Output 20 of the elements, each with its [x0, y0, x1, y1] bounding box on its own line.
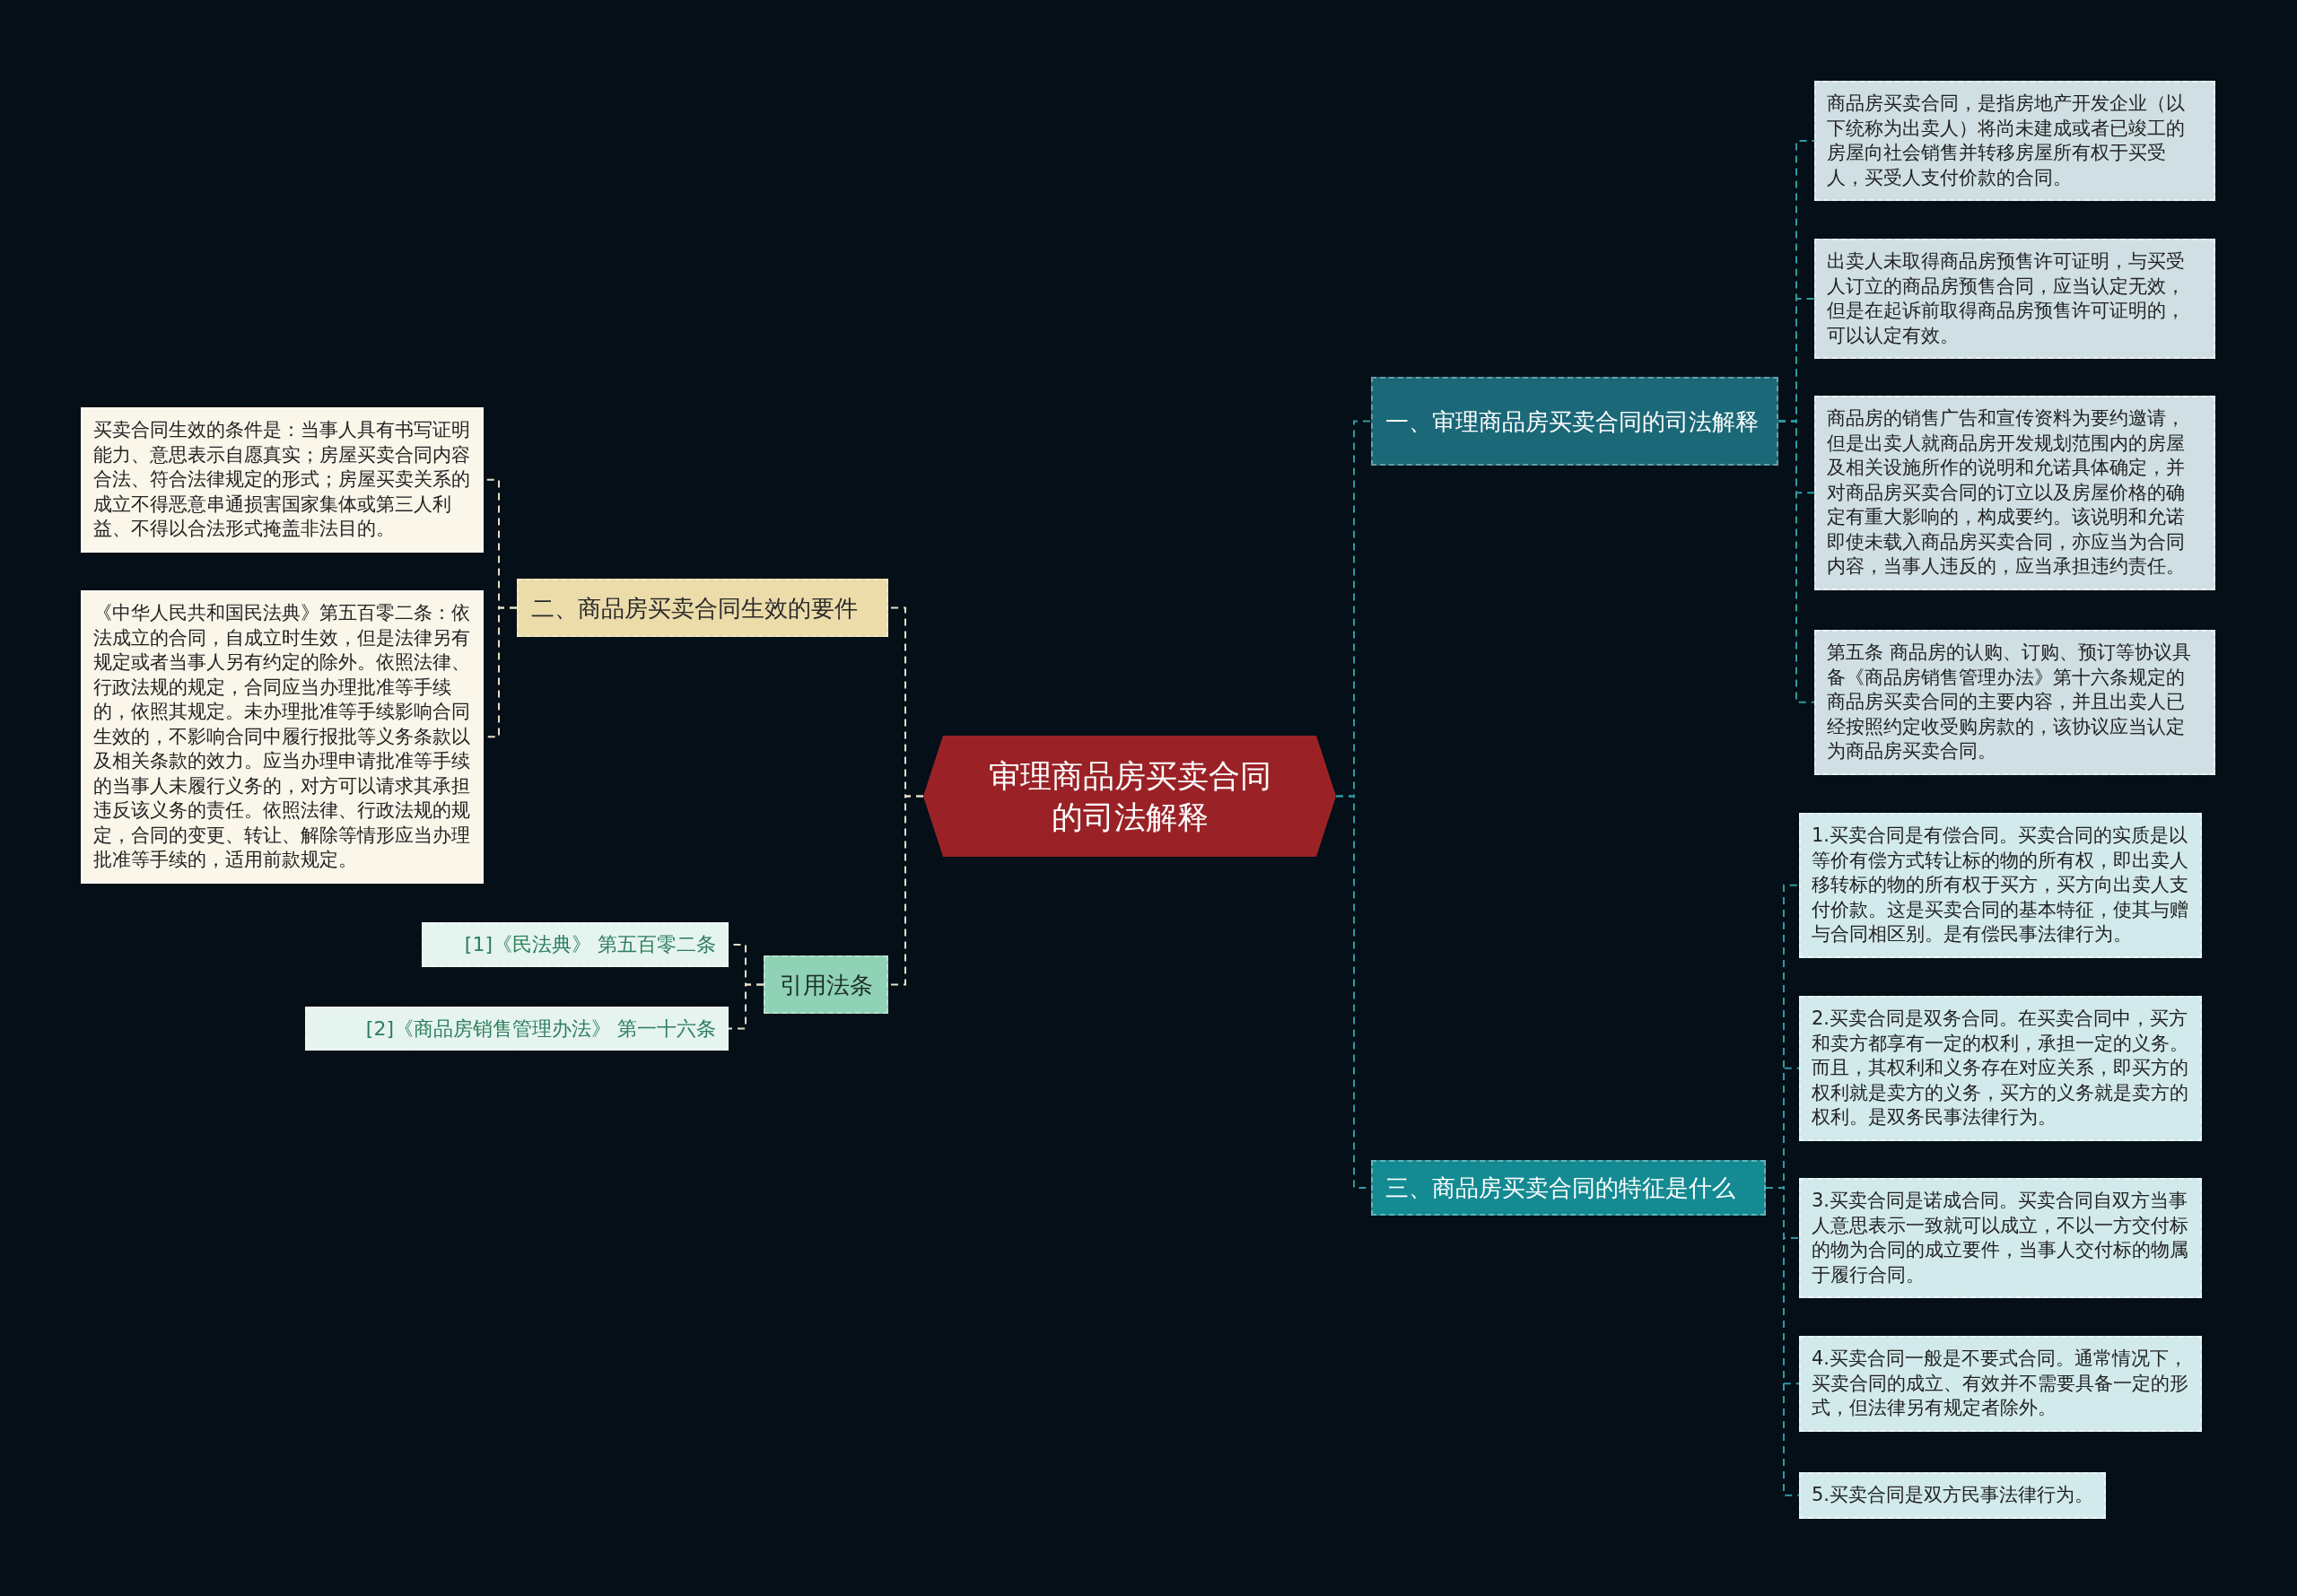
- connector: [728, 983, 764, 1030]
- note-box: 第五条 商品房的认购、订购、预订等协议具备《商品房销售管理办法》第十六条规定的商品房买卖合同的主要内容，并且出卖人已经按照约定收受购房款的，该协议应当认定为商品房买卖合同。: [1814, 630, 2215, 775]
- topic-box: 一、审理商品房买卖合同的司法解释: [1371, 377, 1778, 466]
- note-box: 5.买卖合同是双方民事法律行为。: [1799, 1472, 2107, 1519]
- note-box: 1.买卖合同是有偿合同。买卖合同的实质是以等价有偿方式转让标的物的所有权，即出卖人移转标的物的所有权于买方，买方向出卖人支付价款。这是买卖合同的基本特征，使其与赠与合同相区别。是有偿民事法律行为。: [1799, 813, 2202, 958]
- reference-box: [1]《民法典》 第五百零二条: [422, 922, 729, 967]
- note-box: 出卖人未取得商品房预售许可证明，与买受人订立的商品房预售合同，应当认定无效，但是在起诉前取得商品房预售许可证明的，可以认定有效。: [1814, 239, 2215, 359]
- note-box: 买卖合同生效的条件是：当事人具有书写证明能力、意思表示自愿真实；房屋买卖合同内容合法、符合法律规定的形式；房屋买卖关系的成立不得恶意串通损害国家集体或第三人利益、不得以合法形式掩盖非法目的。: [81, 407, 484, 553]
- note-box: 2.买卖合同是双务合同。在买卖合同中，买方和卖方都享有一定的权利，承担一定的义务。而且，其权利和义务存在对应关系，即买方的权利就是卖方的义务，买方的义务就是卖方的权利。是双务民事法律行为。: [1799, 996, 2202, 1141]
- note-box: 3.买卖合同是诺成合同。买卖合同自双方当事人意思表示一致就可以成立，不以一方交付标的物为合同的成立要件，当事人交付标的物属于履行合同。: [1799, 1178, 2202, 1298]
- central-topic: 审理商品房买卖合同的司法解释: [923, 736, 1336, 857]
- note-box: 4.买卖合同一般是不要式合同。通常情况下，买卖合同的成立、有效并不需要具备一定的形式，但法律另有规定者除外。: [1799, 1336, 2202, 1432]
- note-box: 《中华人民共和国民法典》第五百零二条：依法成立的合同，自成立时生效，但是法律另有规定或者当事人另有约定的除外。依照法律、行政法规的规定，合同应当办理批准等手续的，依照其规定。未办理批准等手续影响合同生效的，不影响合同中履行报批等义务条款以及相关条款的效力。应当办理申请批准等手续的当事人未履行义务的，对方可以请求其承担违反该义务的责任。依照法律、行政法规的规定，合同的变更、转让、解除等情形应当办理批准等手续的，适用前款规定。: [81, 590, 484, 884]
- reference-box: [2]《商品房销售管理办法》 第一十六条: [305, 1007, 729, 1051]
- connector: [1777, 420, 1815, 703]
- topic-box: 三、商品房买卖合同的特征是什么: [1371, 1160, 1766, 1216]
- topic-box: 二、商品房买卖合同生效的要件: [517, 579, 888, 637]
- note-box: 商品房买卖合同，是指房地产开发企业（以下统称为出卖人）将尚未建成或者已竣工的房屋向社会销售并转移房屋所有权于买受人，买受人支付价款的合同。: [1814, 81, 2215, 201]
- note-box: 商品房的销售广告和宣传资料为要约邀请，但是出卖人就商品房开发规划范围内的房屋及相关设施所作的说明和允诺具体确定，并对商品房买卖合同的订立以及房屋价格的确定有重大影响的，构成要约。该说明和允诺即使未载入商品房买卖合同，亦应当为合同内容，当事人违反的，应当承担违约责任。: [1814, 396, 2215, 590]
- topic-box: 引用法条: [764, 955, 888, 1014]
